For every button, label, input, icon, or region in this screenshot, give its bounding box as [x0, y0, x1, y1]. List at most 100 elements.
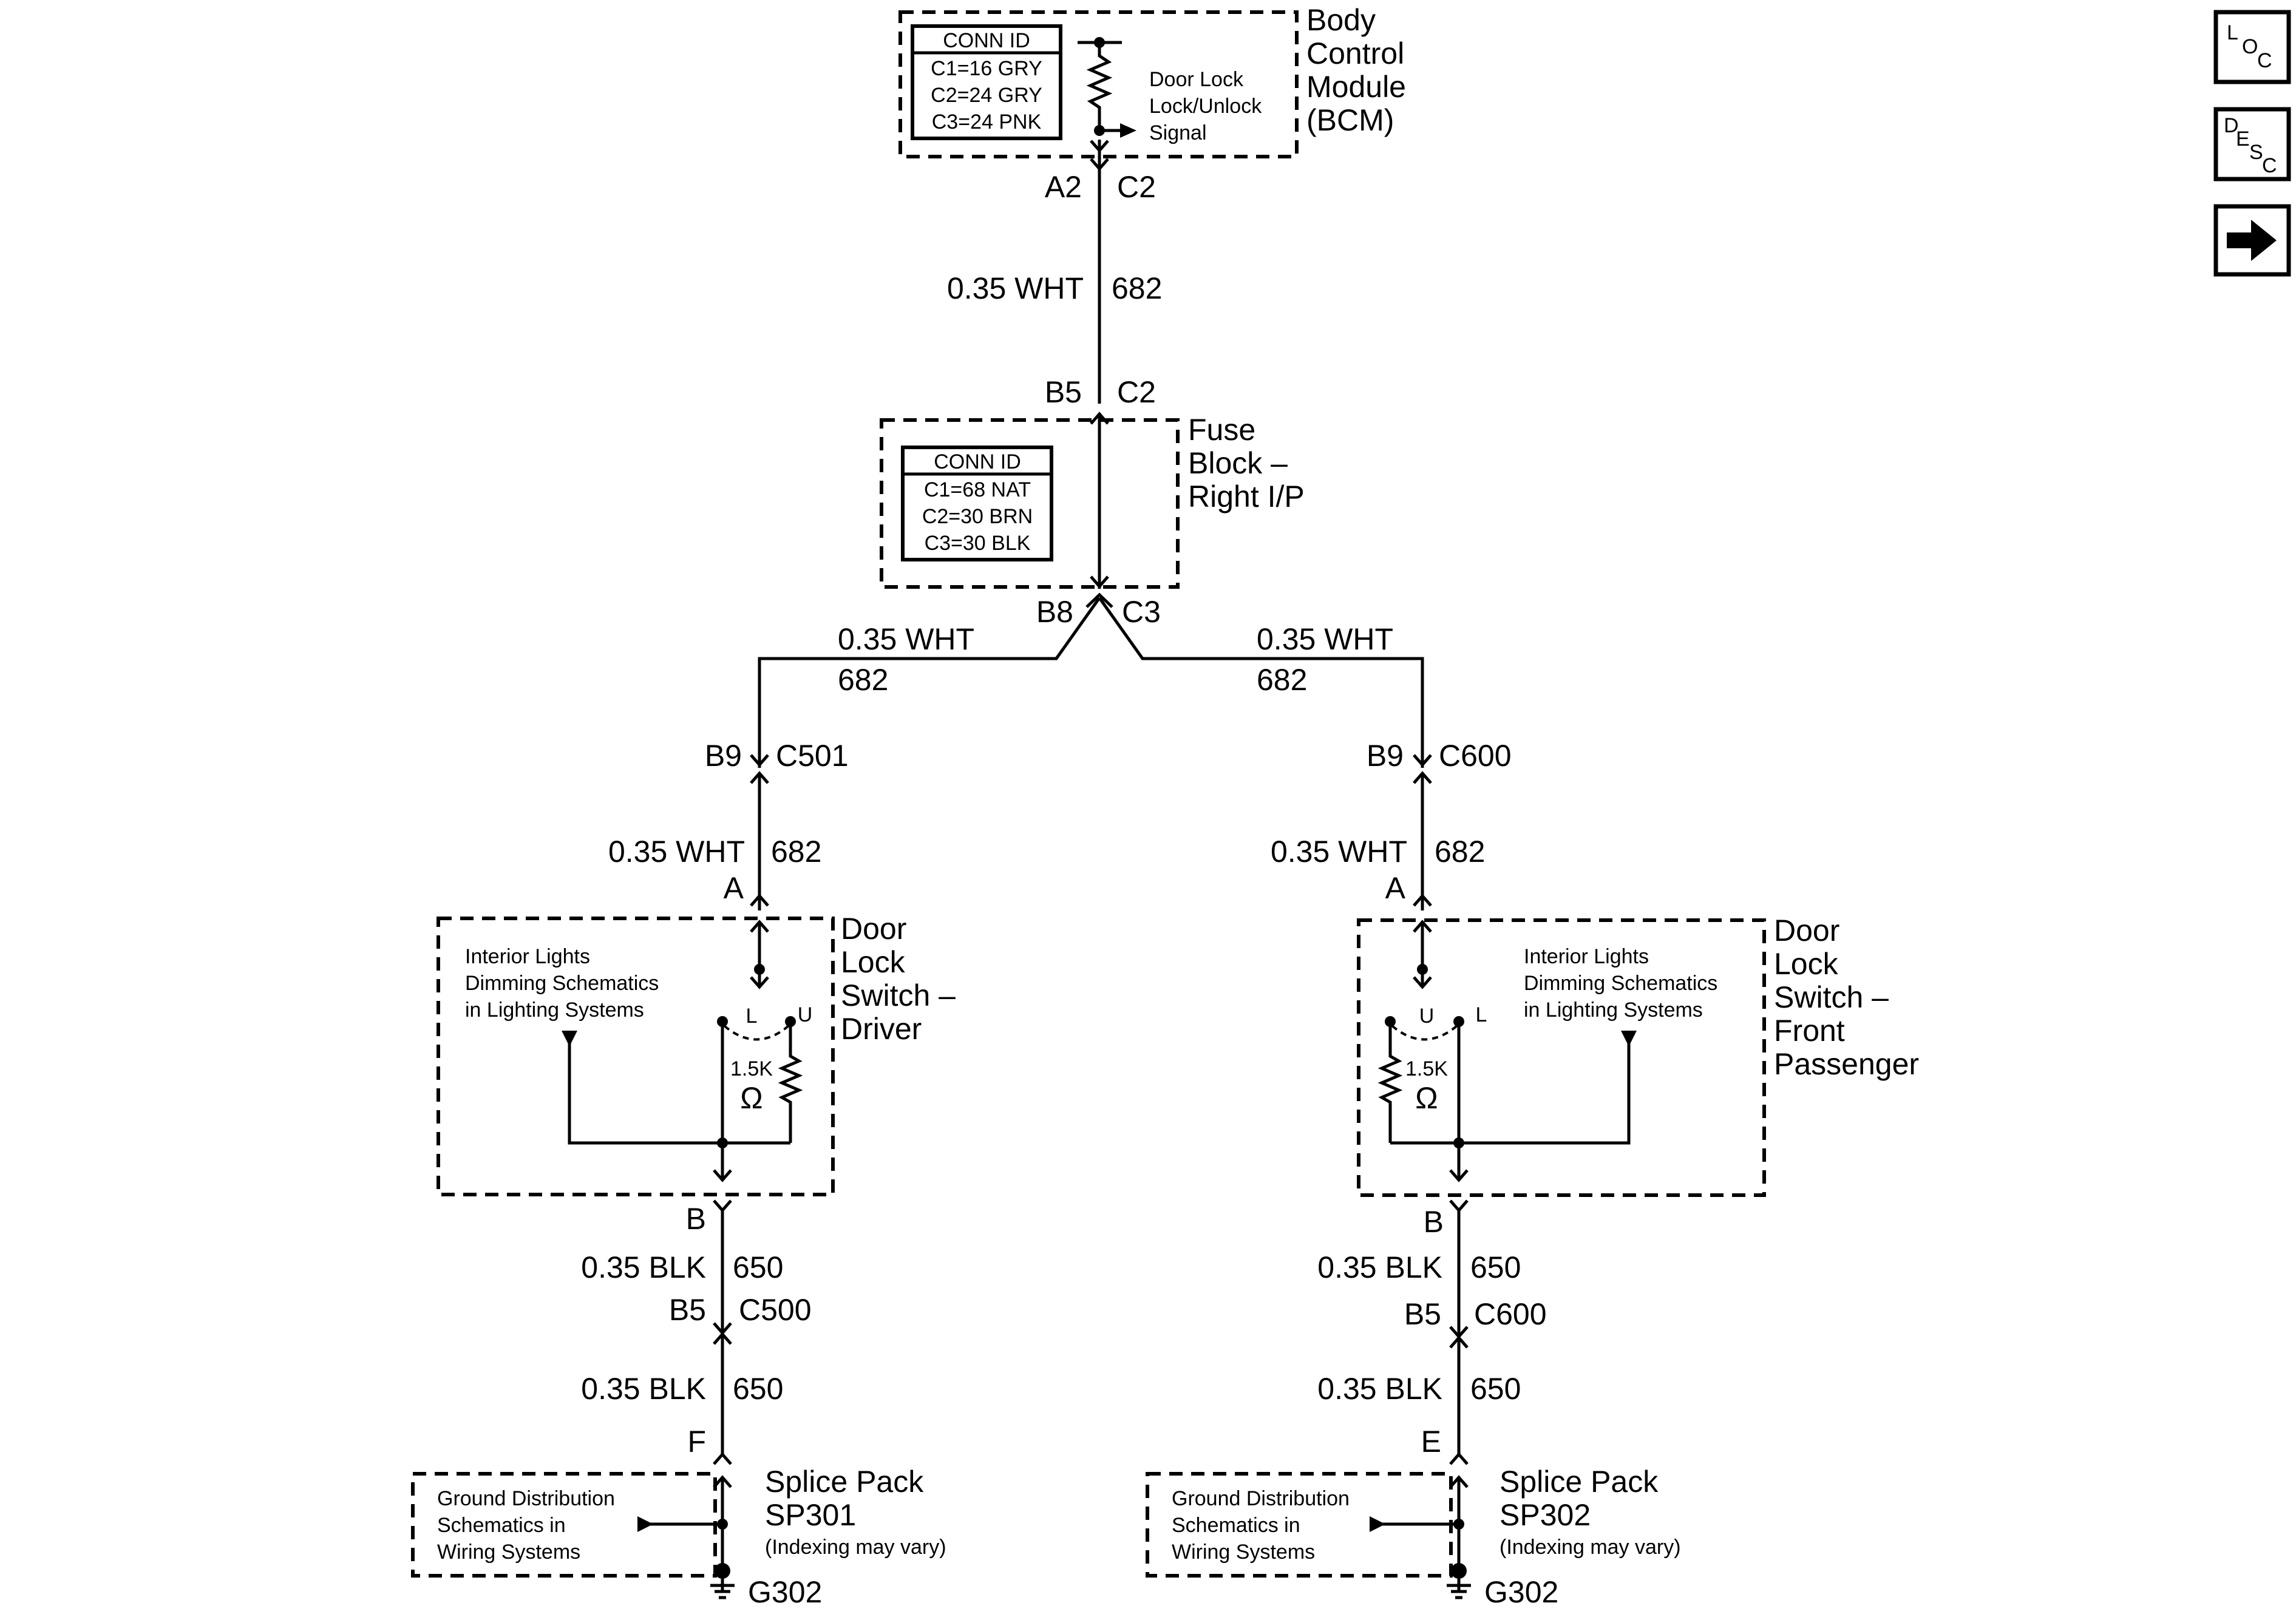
bcm-title-line2: Control	[1306, 36, 1404, 70]
driver-switch-outline	[436, 917, 835, 1196]
arrow-right-icon	[2227, 220, 2277, 261]
wire-bcm-to-fuse-block: 0.35 WHT 682	[947, 140, 1162, 404]
fuse-conn-id-c1: C1=68 NAT	[924, 478, 1031, 501]
passenger-switch-title-line3: Switch –	[1774, 980, 1889, 1014]
bcm-outline	[898, 10, 1299, 158]
next-button[interactable]	[2213, 204, 2291, 277]
passenger-splice-note: (Indexing may vary)	[1500, 1536, 1681, 1559]
passenger-note-line1: Interior Lights	[1524, 945, 1649, 968]
passenger-switch-outline	[1357, 918, 1766, 1197]
fuse-conn-id-c3: C3=30 BLK	[925, 532, 1031, 555]
passenger-wire-mid-circuit: 682	[1435, 835, 1485, 869]
bcm-connector: A2 C2	[1045, 158, 1156, 204]
bcm-conn-id-c3: C3=24 PNK	[932, 110, 1042, 134]
driver-note-line2: Dimming Schematics	[465, 972, 659, 995]
passenger-ohm-symbol: Ω	[1415, 1081, 1438, 1115]
passenger-dimming-arrow-icon	[1621, 1031, 1637, 1046]
fuse-conn-id-table: CONN ID C1=68 NAT C2=30 BRN C3=30 BLK	[901, 446, 1053, 561]
driver-conn2-pin: B5	[669, 1293, 706, 1327]
passenger-note-line3: in Lighting Systems	[1524, 998, 1703, 1022]
driver-dimming-arrow-icon	[562, 1031, 577, 1046]
passenger-splice-pin: E	[1421, 1425, 1441, 1459]
driver-switch-pin-b: B	[686, 1202, 706, 1236]
driver-splice-title-line2: SP301	[765, 1498, 856, 1532]
passenger-ground-icon	[1447, 1563, 1471, 1599]
driver-ground-note-line2: Schematics in	[437, 1514, 566, 1537]
signal-arrow-icon	[1120, 123, 1136, 138]
passenger-wire-top-gauge: 0.35 WHT	[1257, 622, 1393, 656]
bcm-signal-label: Door Lock Lock/Unlock Signal	[1149, 68, 1262, 144]
bcm-title-line1: Body	[1306, 3, 1376, 37]
passenger-switch-contacts-icon: U L 1.5K Ω	[1377, 1003, 1637, 1182]
desc-letter-e: E	[2236, 127, 2250, 151]
driver-splice-title-line1: Splice Pack	[765, 1465, 924, 1499]
driver-ground-note: Ground Distribution Schematics in Wiring…	[437, 1487, 615, 1564]
driver-conn2-label: C500	[739, 1293, 812, 1327]
desc-button[interactable]: D E S C	[2213, 107, 2291, 181]
bcm-conn-id-c1: C1=16 GRY	[931, 57, 1042, 80]
fuse-conn-id-c2: C2=30 BRN	[922, 505, 1033, 528]
passenger-lighting-note: Interior Lights Dimming Schematics in Li…	[1524, 945, 1717, 1022]
bcm-module: Body Control Module (BCM) CONN ID C1=16 …	[898, 3, 1406, 158]
driver-note-line3: in Lighting Systems	[465, 998, 644, 1022]
passenger-switch-pin-b: B	[1424, 1205, 1444, 1239]
bcm-title-line3: Module	[1306, 70, 1406, 104]
driver-switch-title-line4: Driver	[841, 1012, 922, 1046]
bcm-title-line4: (BCM)	[1306, 103, 1394, 137]
bcm-signal-line1: Door Lock	[1149, 68, 1244, 91]
passenger-splice-title-line2: SP302	[1500, 1498, 1591, 1532]
driver-circuit: 0.35 WHT 682 B9 C501 0.35 WHT 682 A Door…	[411, 622, 974, 1609]
passenger-splice-title: Splice Pack SP302 (Indexing may vary)	[1500, 1465, 1681, 1559]
loc-letter-o: O	[2242, 35, 2258, 58]
driver-lighting-note: Interior Lights Dimming Schematics in Li…	[465, 945, 659, 1022]
driver-switch-title-line1: Door	[841, 912, 906, 946]
loc-letter-c: C	[2257, 49, 2272, 72]
loc-button[interactable]: L O C	[2213, 10, 2291, 84]
fuse-title-line2: Block –	[1188, 446, 1288, 480]
passenger-wire-bot-circuit: 650	[1470, 1372, 1521, 1406]
branch-wires	[758, 597, 1424, 768]
fuse-title-line3: Right I/P	[1188, 480, 1305, 514]
driver-pos-u: U	[798, 1003, 813, 1026]
driver-wire-low-gauge: 0.35 BLK	[581, 1250, 706, 1284]
bcm-pullup-resistor-icon	[1078, 37, 1136, 153]
bcm-connector-label: C2	[1117, 170, 1156, 204]
fuse-top-pin-label: B5	[1045, 375, 1082, 409]
passenger-wire-bot-gauge: 0.35 BLK	[1317, 1372, 1442, 1406]
passenger-switch-pin-a: A	[1385, 871, 1406, 905]
driver-pos-l: L	[746, 1005, 758, 1028]
driver-ground-icon	[710, 1563, 735, 1599]
bcm-signal-line2: Lock/Unlock	[1149, 95, 1262, 118]
passenger-switch-title-line5: Passenger	[1774, 1047, 1919, 1081]
bcm-conn-id-table: CONN ID C1=16 GRY C2=24 GRY C3=24 PNK	[911, 24, 1062, 140]
driver-wire-mid-gauge: 0.35 WHT	[608, 835, 745, 869]
bcm-pin-label: A2	[1045, 170, 1082, 204]
passenger-circuit: 0.35 WHT 682 B9 C600 0.35 WHT 682 A Door…	[1146, 622, 1919, 1609]
passenger-conn2-pin: B5	[1404, 1297, 1441, 1331]
fuse-block-outline	[880, 418, 1180, 589]
wire-bcm-fuse-circuit: 682	[1112, 271, 1162, 305]
bcm-conn-id-box	[911, 24, 1062, 140]
passenger-wire-low-circuit: 650	[1470, 1250, 1521, 1284]
driver-splice-title: Splice Pack SP301 (Indexing may vary)	[765, 1465, 946, 1559]
passenger-pos-u: U	[1419, 1005, 1435, 1028]
driver-splice-pin: F	[687, 1425, 706, 1459]
fuse-conn-id-header: CONN ID	[934, 450, 1021, 473]
driver-wire-top-gauge: 0.35 WHT	[838, 622, 974, 656]
passenger-conn-pin: B9	[1367, 739, 1404, 773]
bcm-conn-id-c2: C2=24 GRY	[931, 84, 1042, 107]
passenger-splice-title-line1: Splice Pack	[1500, 1465, 1659, 1499]
driver-ground-note-line1: Ground Distribution	[437, 1487, 615, 1510]
passenger-wire-mid-gauge: 0.35 WHT	[1271, 835, 1407, 869]
fuse-bottom-connector-icon	[1085, 592, 1113, 608]
desc-letter-s: S	[2249, 141, 2263, 164]
driver-switch-title-line3: Switch –	[841, 978, 956, 1012]
driver-conn-label: C501	[776, 739, 849, 773]
driver-switch-contacts-icon: L U 1.5K Ω	[562, 1003, 813, 1182]
driver-switch-title-line2: Lock	[841, 945, 906, 979]
passenger-ground-note-line1: Ground Distribution	[1172, 1487, 1350, 1510]
fuse-title: Fuse Block – Right I/P	[1188, 413, 1305, 514]
fuse-block-right-ip: B5 C2 Fuse Block – Right I/P CONN ID C1=…	[880, 375, 1305, 629]
passenger-switch-title-line2: Lock	[1774, 947, 1839, 981]
